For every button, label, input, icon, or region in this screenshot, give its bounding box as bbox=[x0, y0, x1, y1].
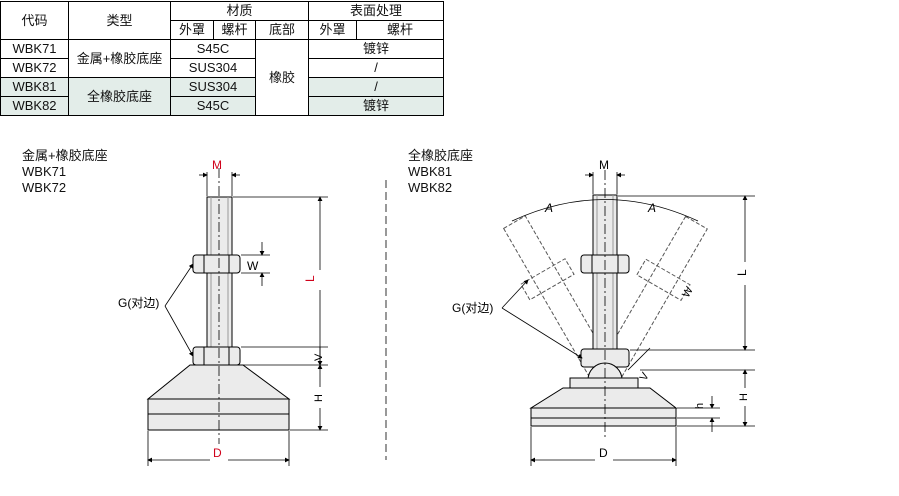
left-caption-code1: WBK71 bbox=[22, 164, 67, 179]
right-dim-l: L bbox=[735, 269, 749, 276]
left-dimensions bbox=[147, 172, 328, 466]
cell-type: 金属+橡胶底座 bbox=[68, 39, 171, 78]
right-dim-a-right: A bbox=[647, 201, 656, 215]
right-dim-a-left: A bbox=[544, 201, 553, 215]
cell-surface: / bbox=[308, 77, 444, 97]
left-caption-type: 金属+橡胶底座 bbox=[22, 148, 108, 163]
cell-surface: 镀锌 bbox=[308, 96, 444, 116]
right-dim-w: W bbox=[680, 284, 696, 300]
cell-code: WBK72 bbox=[0, 58, 69, 78]
cell-code: WBK71 bbox=[0, 39, 69, 59]
left-dim-v: V bbox=[313, 353, 325, 361]
cell-screw: S45C bbox=[170, 96, 256, 116]
table-row: WBK82 S45C 镀锌 bbox=[0, 96, 444, 116]
left-caption: 金属+橡胶底座 WBK71 WBK72 bbox=[22, 148, 108, 196]
subheader-material-base: 底部 bbox=[255, 20, 309, 40]
header-code: 代码 bbox=[0, 1, 69, 40]
right-caption-code2: WBK82 bbox=[408, 180, 453, 195]
table-row: WBK71 金属+橡胶底座 S45C 橡胶 镀锌 bbox=[0, 39, 444, 116]
right-caption-code1: WBK81 bbox=[408, 164, 453, 179]
right-caption-type: 全橡胶底座 bbox=[408, 148, 474, 163]
table-row: WBK81 全橡胶底座 SUS304 / bbox=[0, 77, 444, 116]
cell-type: 全橡胶底座 bbox=[68, 77, 171, 116]
right-dimensions bbox=[501, 172, 755, 466]
left-leveling-foot bbox=[146, 196, 291, 431]
right-dim-v: V bbox=[638, 370, 652, 383]
cell-screw: SUS304 bbox=[170, 77, 256, 97]
subheader-surface-cover: 外罩 bbox=[308, 20, 357, 40]
cell-code: WBK82 bbox=[0, 96, 69, 116]
left-dim-h: H bbox=[313, 394, 325, 402]
table-row: WBK72 SUS304 / bbox=[0, 58, 444, 78]
cell-screw: SUS304 bbox=[170, 58, 256, 78]
left-dim-d: D bbox=[213, 446, 222, 460]
cell-code: WBK81 bbox=[0, 77, 69, 97]
right-leveling-foot bbox=[502, 194, 708, 427]
left-caption-code2: WBK72 bbox=[22, 180, 67, 195]
left-dim-m: M bbox=[212, 158, 222, 172]
right-caption: 全橡胶底座 WBK81 WBK82 bbox=[408, 148, 473, 196]
header-type: 类型 bbox=[68, 1, 171, 40]
right-dim-m: M bbox=[599, 158, 609, 172]
spec-table: 代码 类型 材质 表面处理 外罩 螺杆 底部 外罩 螺杆 WBK71 金属+橡胶… bbox=[0, 1, 444, 116]
left-dim-g: G(对边) bbox=[118, 296, 159, 310]
right-dim-h: H bbox=[738, 393, 750, 401]
left-dim-w: W bbox=[247, 259, 259, 273]
left-dim-l: L bbox=[303, 275, 317, 282]
right-dim-g: G(对边) bbox=[452, 301, 493, 315]
right-dim-d: D bbox=[599, 446, 608, 460]
right-dim-h-small: h bbox=[694, 403, 706, 409]
